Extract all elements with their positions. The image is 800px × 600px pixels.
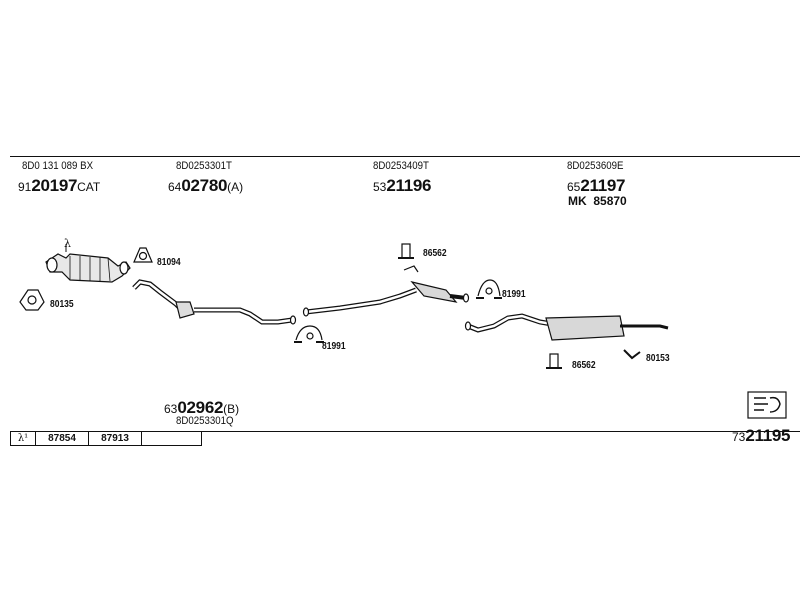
part-number-front-pipe-alt: 6302962(B) (164, 398, 240, 417)
bracket-icon (623, 349, 641, 360)
catalytic-converter-icon (45, 244, 131, 283)
gasket-icon (19, 289, 45, 311)
small-part-label: 86562 (423, 248, 447, 259)
clamp-icon (294, 325, 324, 343)
assembly-number: 7321195 (732, 426, 791, 445)
legend-cell (142, 432, 201, 445)
legend-cell: 87854 (36, 432, 89, 445)
lambda-symbol: λ (64, 237, 71, 250)
small-part-label: 80135 (50, 299, 74, 310)
clamp-icon (133, 247, 153, 263)
front-pipe-icon (132, 279, 297, 325)
center-silencer-icon (302, 265, 470, 317)
part-oe-number: 8D0 131 089 BX (22, 160, 94, 172)
top-rule (10, 156, 800, 157)
bottom-rule (10, 431, 800, 432)
document-icon (747, 391, 787, 419)
mounting-kit-number: MK 85870 (568, 194, 627, 208)
rear-silencer-icon (464, 313, 669, 341)
part-number-rear-silencer: 6521197 (567, 176, 626, 195)
legend-table: λ¹ 87854 87913 (10, 431, 202, 446)
small-part-label: 81094 (157, 257, 181, 268)
small-part-label: 86562 (572, 360, 596, 371)
legend-cell: 87913 (89, 432, 142, 445)
clamp-icon (476, 279, 502, 299)
part-oe-number: 8D0253301Q (176, 415, 234, 427)
rubber-hanger-icon (398, 243, 414, 259)
part-oe-number: 8D0253301T (176, 160, 232, 172)
part-oe-number: 8D0253409T (373, 160, 429, 172)
small-part-label: 80153 (646, 353, 670, 364)
part-number-catalyst: 9120197CAT (18, 176, 101, 195)
part-number-front-pipe: 6402780(A) (168, 176, 244, 195)
small-part-label: 81991 (322, 341, 346, 352)
small-part-label: 81991 (502, 289, 526, 300)
rubber-hanger-icon (546, 353, 562, 369)
legend-lambda-cell: λ¹ (11, 432, 36, 445)
part-oe-number: 8D0253609E (567, 160, 624, 172)
part-number-center-silencer: 5321196 (373, 176, 432, 195)
